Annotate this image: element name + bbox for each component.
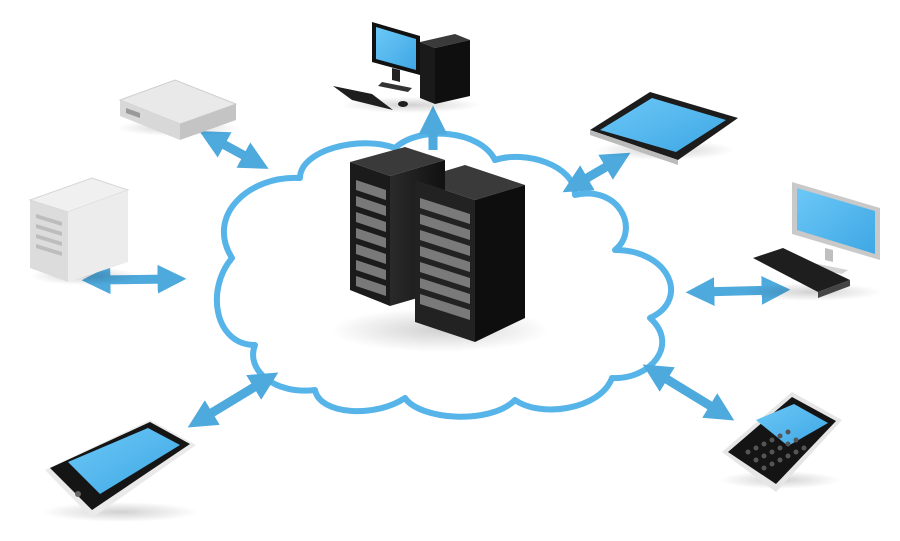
tablet-icon <box>590 92 738 165</box>
rack-unit-server-icon <box>116 79 240 140</box>
desktop-computer-icon <box>333 22 480 113</box>
tower-server-icon <box>28 177 140 285</box>
arrow-tablet <box>562 152 631 193</box>
cloud-outline <box>214 130 674 420</box>
monitor-keyboard-icon <box>742 182 882 301</box>
arrow-touch-phone <box>187 372 279 428</box>
smartphone-icon <box>42 420 198 522</box>
qwerty-phone-icon <box>720 392 842 492</box>
arrow-qwerty-phone <box>642 364 735 421</box>
server-rack-icon <box>330 147 550 352</box>
arrow-rack-unit <box>199 131 269 169</box>
